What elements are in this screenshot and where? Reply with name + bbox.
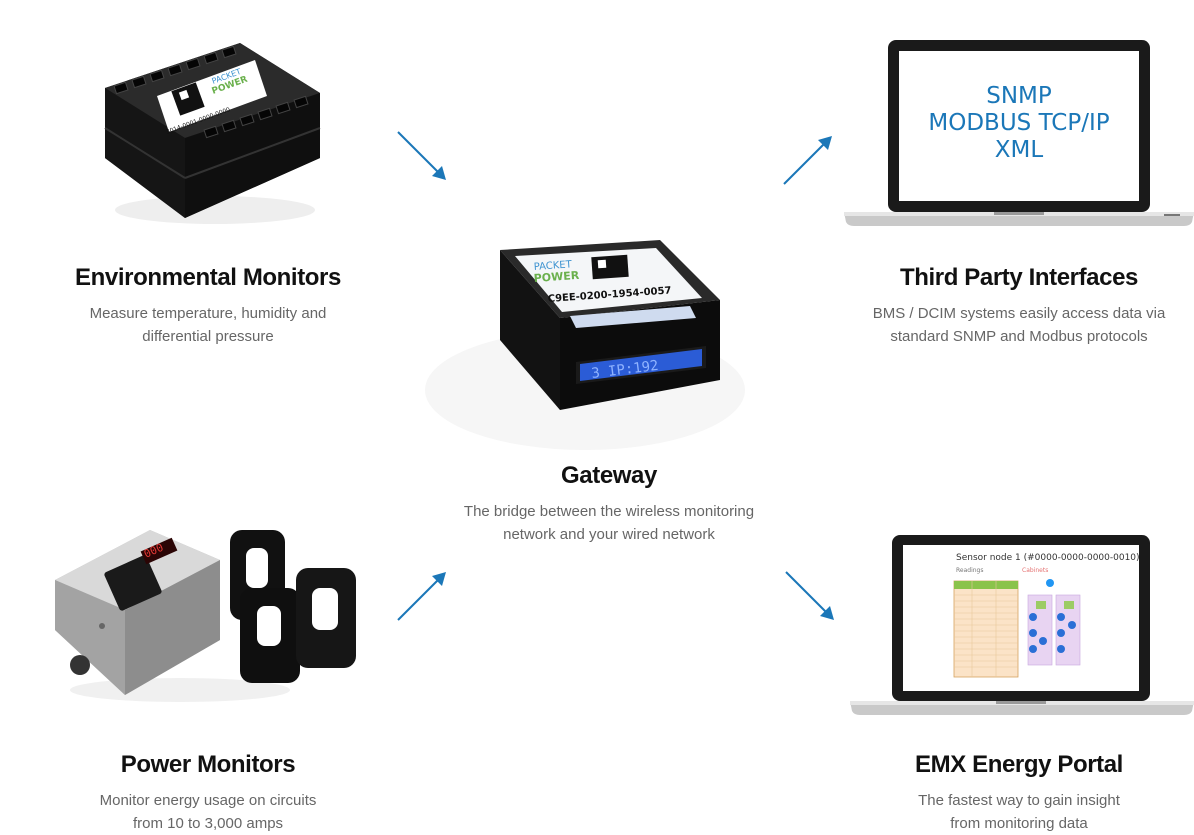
arrow-up-right-icon — [397, 572, 446, 621]
emx-portal-title: EMX Energy Portal — [915, 751, 1123, 778]
power-desc-line-1: Monitor energy usage on circuits — [99, 792, 317, 809]
gateway-brand-label-2: POWER — [533, 269, 580, 285]
gateway-section: Gateway The bridge between the wireless … — [434, 462, 784, 546]
arrow-down-right-icon — [785, 571, 834, 620]
environmental-monitor-image: PACKET POWER 3014-0001-0000-0000 — [104, 43, 321, 224]
third-party-laptop-image: SNMP MODBUS TCP/IP XML — [844, 40, 1194, 230]
power-monitors-title: Power Monitors — [120, 751, 296, 778]
power-monitor-image: 000 — [55, 530, 356, 702]
arrow-down-right-icon — [397, 131, 446, 180]
power-desc-line-2: from 10 to 3,000 amps — [132, 815, 284, 832]
portal-title: Sensor node 1 (#0000-0000-0000-0010) — [956, 553, 1140, 563]
third-party-desc-line-2: standard SNMP and Modbus protocols — [890, 328, 1148, 345]
emx-desc-line-2: from monitoring data — [950, 815, 1088, 832]
gateway-brand-label-1: PACKET — [533, 259, 573, 273]
arrow-up-right-icon — [783, 136, 832, 185]
gateway-image: PACKET POWER C9EE-0200-1954-0057 3 IP:19… — [425, 240, 745, 450]
power-monitors-section: Power Monitors Monitor energy usage on c… — [58, 751, 358, 835]
emx-desc-line-1: The fastest way to gain insight — [918, 792, 1120, 809]
screen-line-xml: XML — [994, 137, 1044, 163]
env-desc-line-1: Measure temperature, humidity and — [89, 305, 327, 322]
emx-portal-section: EMX Energy Portal The fastest way to gai… — [869, 751, 1169, 835]
emx-laptop-image: Sensor node 1 (#0000-0000-0000-0010) Rea… — [850, 535, 1194, 719]
emx-portal-description: The fastest way to gain insight from mon… — [869, 789, 1169, 835]
gateway-description: The bridge between the wireless monitori… — [434, 500, 784, 546]
environmental-monitors-description: Measure temperature, humidity and differ… — [58, 302, 358, 348]
gateway-title: Gateway — [561, 462, 657, 489]
screen-line-modbus: MODBUS TCP/IP — [928, 110, 1110, 136]
gateway-desc-line-2: network and your wired network — [503, 526, 715, 543]
environmental-monitors-title: Environmental Monitors — [75, 264, 341, 291]
portal-tab-readings: Readings — [956, 567, 984, 574]
portal-tab-cabinets: Cabinets — [1022, 567, 1049, 574]
third-party-title: Third Party Interfaces — [900, 264, 1138, 291]
third-party-desc-line-1: BMS / DCIM systems easily access data vi… — [872, 305, 1166, 322]
third-party-description: BMS / DCIM systems easily access data vi… — [849, 302, 1189, 348]
gateway-desc-line-1: The bridge between the wireless monitori… — [463, 503, 755, 520]
third-party-section: Third Party Interfaces BMS / DCIM system… — [849, 264, 1189, 348]
env-desc-line-2: differential pressure — [142, 328, 274, 345]
environmental-monitors-section: Environmental Monitors Measure temperatu… — [58, 264, 358, 348]
power-monitors-description: Monitor energy usage on circuits from 10… — [58, 789, 358, 835]
screen-line-snmp: SNMP — [986, 83, 1052, 109]
